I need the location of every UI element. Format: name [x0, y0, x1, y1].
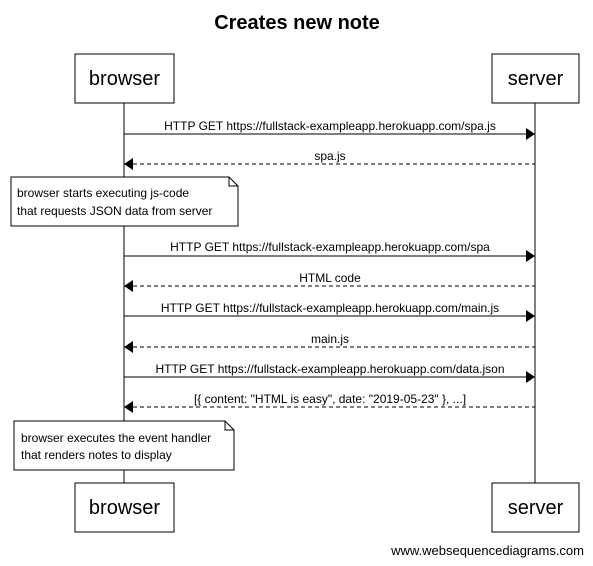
- message-label: [{ content: "HTML is easy", date: "2019-…: [194, 392, 466, 406]
- message-8: [{ content: "HTML is easy", date: "2019-…: [124, 392, 535, 413]
- participant-browser-top: browser: [74, 53, 175, 104]
- note-fold-icon: [224, 421, 234, 431]
- participant-server-top: server: [491, 53, 580, 104]
- note-box: [13, 420, 235, 471]
- arrowhead-icon: [124, 401, 133, 413]
- message-label: HTML code: [299, 271, 361, 285]
- note-line: that renders notes to display: [21, 448, 172, 462]
- message-label: HTTP GET https://fullstack-exampleapp.he…: [155, 362, 504, 376]
- arrowhead-icon: [526, 371, 535, 383]
- participant-box: [74, 482, 175, 533]
- arrowhead-icon: [124, 158, 133, 170]
- note-2: browser executes the event handler that …: [13, 420, 235, 471]
- note-line: browser executes the event handler: [21, 431, 211, 445]
- note-fold-icon: [228, 177, 238, 187]
- participant-box: [74, 53, 175, 104]
- arrowhead-icon: [124, 280, 133, 292]
- message-6: main.js: [124, 332, 535, 353]
- message-2: spa.js: [124, 149, 535, 170]
- footer-watermark: www.websequencediagrams.com: [390, 543, 584, 558]
- arrowhead-icon: [526, 128, 535, 140]
- participant-label-browser: browser: [89, 68, 160, 90]
- message-label: spa.js: [314, 149, 345, 163]
- participant-label-server: server: [508, 68, 564, 90]
- arrowhead-icon: [526, 250, 535, 262]
- participant-label-server: server: [508, 497, 564, 519]
- participant-server-bottom: server: [491, 482, 580, 533]
- message-3: HTTP GET https://fullstack-exampleapp.he…: [124, 240, 535, 262]
- message-1: HTTP GET https://fullstack-exampleapp.he…: [124, 119, 535, 140]
- note-box: [10, 176, 239, 227]
- diagram-title: Creates new note: [214, 12, 380, 34]
- arrowhead-icon: [526, 310, 535, 322]
- note-line: browser starts executing js-code: [17, 186, 189, 200]
- participant-box: [491, 53, 580, 104]
- message-label: HTTP GET https://fullstack-exampleapp.he…: [170, 240, 490, 254]
- message-label: HTTP GET https://fullstack-exampleapp.he…: [164, 119, 496, 133]
- note-line: that requests JSON data from server: [17, 204, 212, 218]
- message-5: HTTP GET https://fullstack-exampleapp.he…: [124, 301, 535, 322]
- message-4: HTML code: [124, 271, 535, 292]
- message-label: HTTP GET https://fullstack-exampleapp.he…: [161, 301, 499, 315]
- participant-label-browser: browser: [89, 497, 160, 519]
- participant-box: [491, 482, 580, 533]
- message-label: main.js: [311, 332, 349, 346]
- arrowhead-icon: [124, 341, 133, 353]
- note-1: browser starts executing js-code that re…: [10, 176, 239, 227]
- participant-browser-bottom: browser: [74, 482, 175, 533]
- message-7: HTTP GET https://fullstack-exampleapp.he…: [124, 362, 535, 383]
